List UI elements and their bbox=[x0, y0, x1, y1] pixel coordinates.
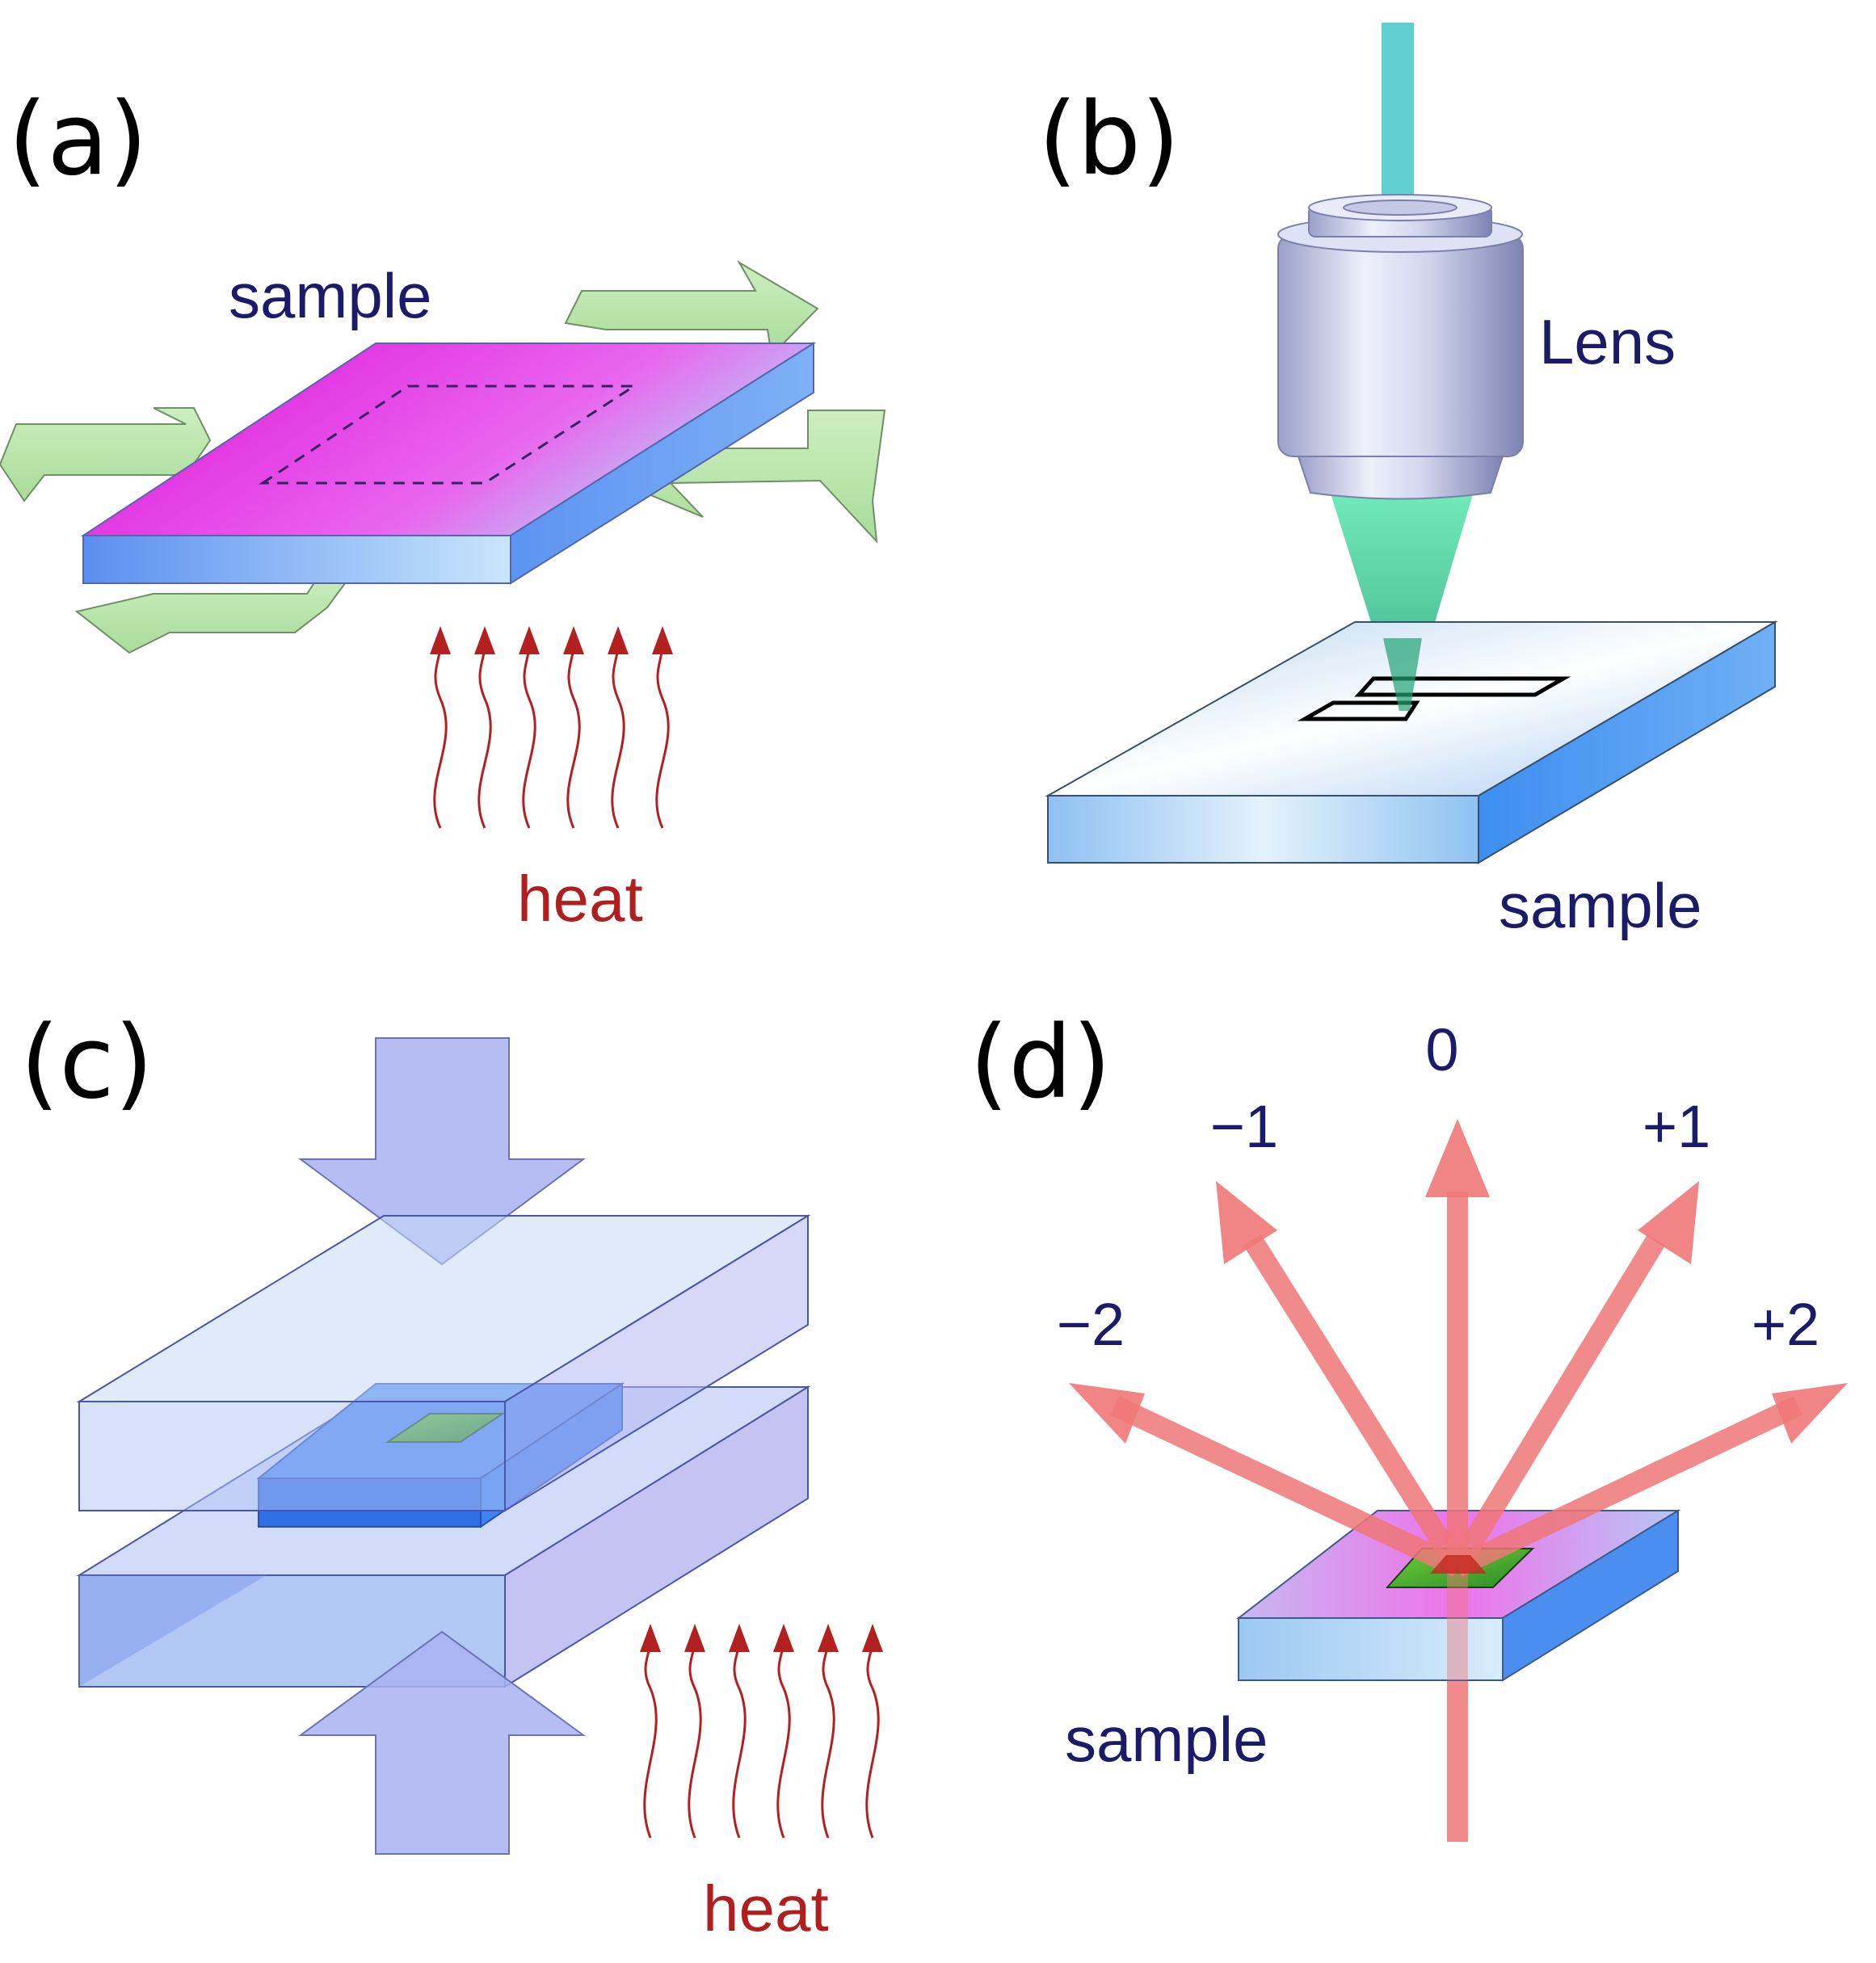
heat-arrows-c bbox=[643, 1635, 880, 1839]
bottom-plate-side bbox=[504, 1385, 809, 1688]
slab-b-side bbox=[1478, 620, 1776, 864]
sample-label-a: sample bbox=[229, 260, 431, 331]
written-rectangle-back bbox=[1354, 676, 1571, 697]
hot-spot bbox=[1430, 1555, 1487, 1574]
stretch-arrows bbox=[0, 260, 886, 654]
sample-slab-b bbox=[1045, 620, 1778, 864]
press-arrow-bottom bbox=[297, 1630, 587, 1855]
heat-arrowhead bbox=[684, 1624, 705, 1652]
order-label-minus-2: −2 bbox=[1057, 1291, 1125, 1358]
heat-wave bbox=[821, 1635, 835, 1839]
dashed-region bbox=[259, 385, 639, 485]
heat-label-a: heat bbox=[517, 863, 643, 935]
slab-a-side bbox=[510, 342, 814, 585]
heat-arrowhead bbox=[862, 1624, 883, 1652]
stretch-arrow-top-right bbox=[564, 260, 819, 358]
focus-cone-tip bbox=[1383, 638, 1422, 711]
heat-arrowhead bbox=[430, 626, 451, 654]
heat-arrowhead bbox=[640, 1624, 661, 1652]
lens-tip bbox=[1297, 456, 1504, 500]
order-label-0: 0 bbox=[1425, 1016, 1458, 1083]
heat-wave bbox=[655, 637, 670, 829]
order-label-plus-1: +1 bbox=[1643, 1093, 1710, 1160]
heat-arrowhead bbox=[608, 626, 629, 654]
press-arrow-top bbox=[297, 1037, 587, 1266]
top-plate-side bbox=[504, 1214, 809, 1512]
panel-d-label: (d) bbox=[970, 1005, 1111, 1121]
beam-order-minus-1 bbox=[1243, 1234, 1467, 1573]
panel-c: (c) bbox=[20, 1005, 883, 1944]
heat-wave bbox=[611, 637, 625, 829]
written-rectangle-front bbox=[1297, 700, 1420, 721]
arrowhead-order-minus-1 bbox=[1216, 1181, 1277, 1264]
heat-arrowheads-c bbox=[640, 1624, 883, 1652]
heat-wave bbox=[433, 637, 448, 829]
arrowhead-order-0 bbox=[1425, 1119, 1490, 1197]
heat-wave bbox=[522, 637, 536, 829]
slab-b-front bbox=[1047, 795, 1479, 864]
top-plate bbox=[76, 1214, 811, 1512]
heat-arrowheads-a bbox=[430, 626, 673, 654]
objective-lens bbox=[1277, 194, 1524, 500]
sample-label-d: sample bbox=[1065, 1704, 1268, 1775]
heat-arrowhead bbox=[652, 626, 673, 654]
heat-arrowhead bbox=[818, 1624, 839, 1652]
beam-order-plus-2 bbox=[1453, 1396, 1802, 1577]
panel-c-label: (c) bbox=[20, 1005, 154, 1121]
lens-body bbox=[1277, 233, 1524, 457]
heat-wave bbox=[865, 1635, 880, 1839]
heat-wave bbox=[566, 637, 581, 829]
sample-slab-a bbox=[80, 342, 817, 585]
heat-wave bbox=[688, 1635, 702, 1839]
heat-arrowhead bbox=[474, 626, 495, 654]
slab-a-front bbox=[82, 535, 511, 584]
panel-a: (a) sample bbox=[0, 82, 886, 935]
diffraction-beams bbox=[1110, 1192, 1802, 1577]
heat-wave bbox=[776, 1635, 791, 1839]
arrowhead-order-plus-1 bbox=[1638, 1181, 1699, 1264]
heat-arrows-a bbox=[433, 637, 670, 829]
heat-label-c: heat bbox=[703, 1873, 829, 1944]
focus-cone bbox=[1329, 489, 1474, 707]
lens-label: Lens bbox=[1539, 306, 1676, 377]
heat-arrowhead bbox=[773, 1624, 794, 1652]
lens-collar-ring bbox=[1343, 200, 1457, 216]
panel-b: (b) Lens sample bbox=[1038, 23, 1778, 941]
heat-wave bbox=[732, 1635, 747, 1839]
panel-d: (d) 0 −1 +1 bbox=[970, 1005, 1848, 1842]
beam-order-plus-1 bbox=[1448, 1234, 1666, 1573]
sample-slab-d bbox=[1236, 1509, 1681, 1682]
heat-arrowhead bbox=[729, 1624, 750, 1652]
order-label-plus-2: +2 bbox=[1752, 1291, 1819, 1358]
arrowhead-order-minus-2 bbox=[1069, 1383, 1145, 1444]
order-label-minus-1: −1 bbox=[1210, 1093, 1278, 1160]
stretch-arrow-right bbox=[620, 410, 886, 544]
heat-wave bbox=[477, 637, 492, 829]
panel-a-label: (a) bbox=[8, 82, 148, 198]
top-plate-front bbox=[78, 1401, 506, 1511]
arrowhead-order-plus-2 bbox=[1772, 1383, 1848, 1444]
heat-wave bbox=[643, 1635, 658, 1839]
panel-b-label: (b) bbox=[1038, 82, 1180, 198]
slab-d-side bbox=[1502, 1509, 1679, 1682]
bottom-plate-shade bbox=[79, 1575, 267, 1687]
diffraction-arrowheads bbox=[1069, 1119, 1848, 1444]
heat-arrowhead bbox=[519, 626, 540, 654]
sample-label-b: sample bbox=[1499, 870, 1701, 941]
heat-arrowhead bbox=[563, 626, 584, 654]
beam-order-minus-2 bbox=[1110, 1396, 1462, 1577]
incident-beam-through bbox=[1447, 1567, 1468, 1680]
